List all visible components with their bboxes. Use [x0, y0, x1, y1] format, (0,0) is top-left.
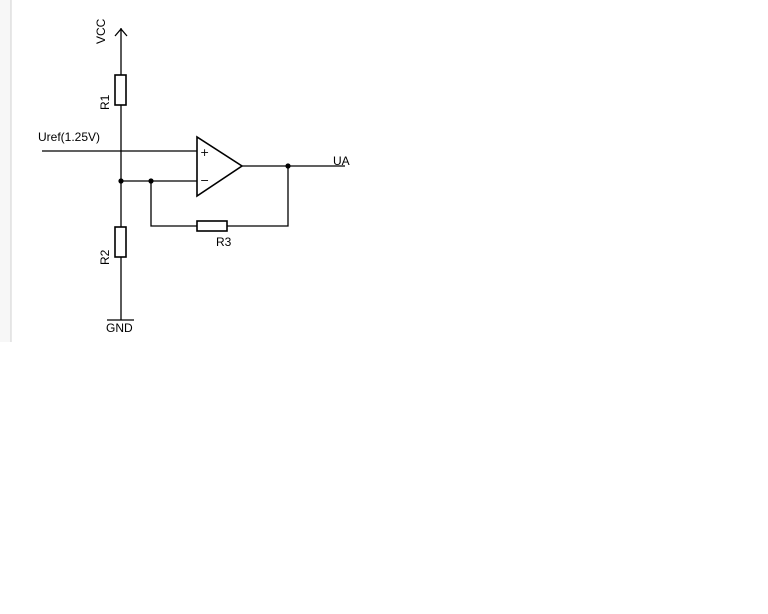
uref-label: Uref(1.25V) [38, 130, 100, 144]
vcc-label: VCC [94, 18, 108, 44]
resistor-r3 [196, 220, 228, 232]
junction-dot [118, 178, 124, 184]
resistor-r2 [114, 226, 127, 258]
junction-dot [285, 163, 291, 169]
inverting-sign: − [200, 174, 209, 187]
r3-label: R3 [216, 235, 232, 249]
output-label: UA [333, 154, 350, 168]
viewer-gutter [0, 0, 11, 342]
opamp-symbol [196, 135, 244, 198]
r2-label: R2 [98, 249, 112, 265]
wire-feedback-right [227, 166, 289, 227]
noninverting-sign: + [200, 146, 209, 159]
wire-feedback-left [150, 181, 197, 227]
gnd-label: GND [106, 321, 133, 335]
vcc-arrow-icon [114, 28, 128, 44]
resistor-r1 [114, 74, 127, 106]
r1-label: R1 [98, 94, 112, 110]
